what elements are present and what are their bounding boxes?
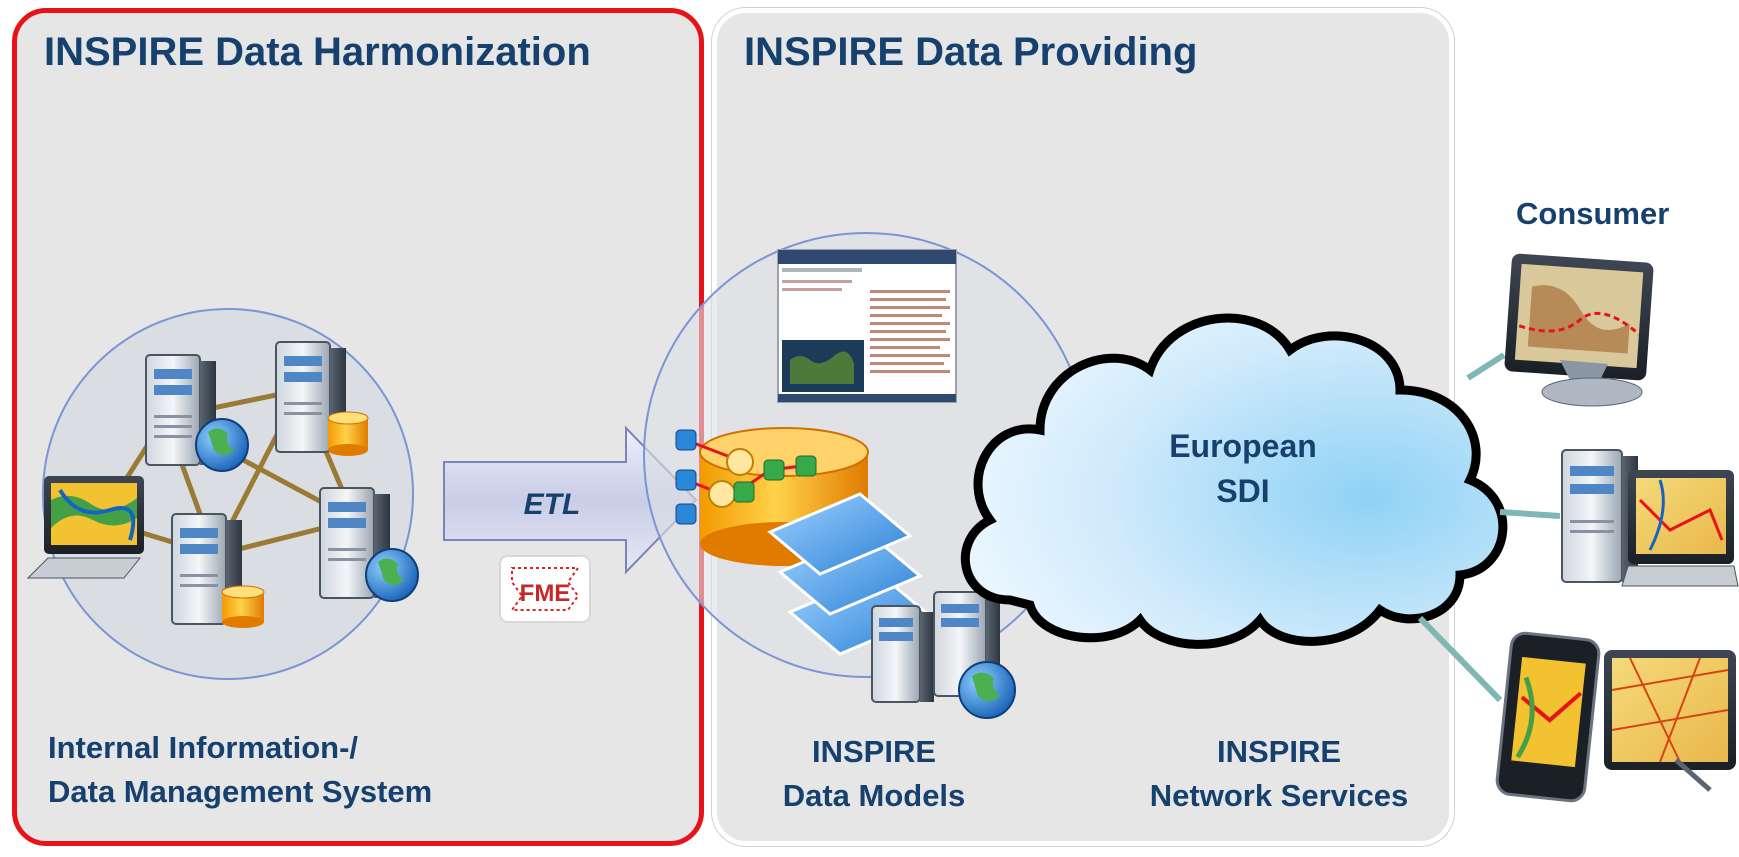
- data-models-label: INSPIRE Data Models: [748, 730, 1000, 818]
- internal-system-label: Internal Information-/ Data Management S…: [48, 726, 432, 814]
- internal-system-label-line2: Data Management System: [48, 774, 433, 809]
- data-models-label-line1: INSPIRE: [811, 734, 937, 769]
- globe-icon: [958, 661, 1016, 719]
- webpage-screenshot-icon: [777, 249, 957, 403]
- database-icon: [327, 411, 369, 456]
- server-icon: [171, 513, 242, 625]
- consumer-links: [1417, 352, 1561, 703]
- network-services-label-line1: INSPIRE: [1216, 734, 1342, 769]
- internal-system-label-line1: Internal Information-/: [48, 730, 358, 765]
- network-services-label: INSPIRE Network Services: [1124, 730, 1434, 818]
- server-icon: [871, 605, 934, 703]
- tablet-icon: [1604, 650, 1736, 792]
- cloud-label-line2: SDI: [1216, 473, 1269, 509]
- monitor-icon: [1621, 470, 1739, 587]
- monitor-icon: [26, 476, 144, 579]
- etl-label: ETL: [524, 488, 581, 521]
- cloud-icon: [960, 313, 1508, 649]
- schema-graph-icon: [675, 429, 817, 525]
- fme-logo-icon: FME: [499, 555, 591, 623]
- harmonization-title: INSPIRE Data Harmonization: [44, 30, 591, 74]
- providing-title: INSPIRE Data Providing: [744, 30, 1198, 74]
- data-models-label-line2: Data Models: [782, 778, 966, 813]
- database-icon: [221, 585, 265, 628]
- monitor-icon: [1504, 253, 1654, 407]
- fme-logo-text: FME: [520, 580, 571, 607]
- layers-icon: [767, 492, 933, 656]
- network-services-label-line2: Network Services: [1149, 778, 1409, 813]
- consumer-title: Consumer: [1516, 196, 1670, 231]
- server-icon: [1561, 449, 1638, 583]
- globe-icon: [195, 418, 249, 472]
- globe-icon: [365, 548, 419, 602]
- cloud-label-line1: European: [1169, 428, 1317, 464]
- phone-icon: [1495, 631, 1601, 803]
- server-icon: [319, 487, 390, 599]
